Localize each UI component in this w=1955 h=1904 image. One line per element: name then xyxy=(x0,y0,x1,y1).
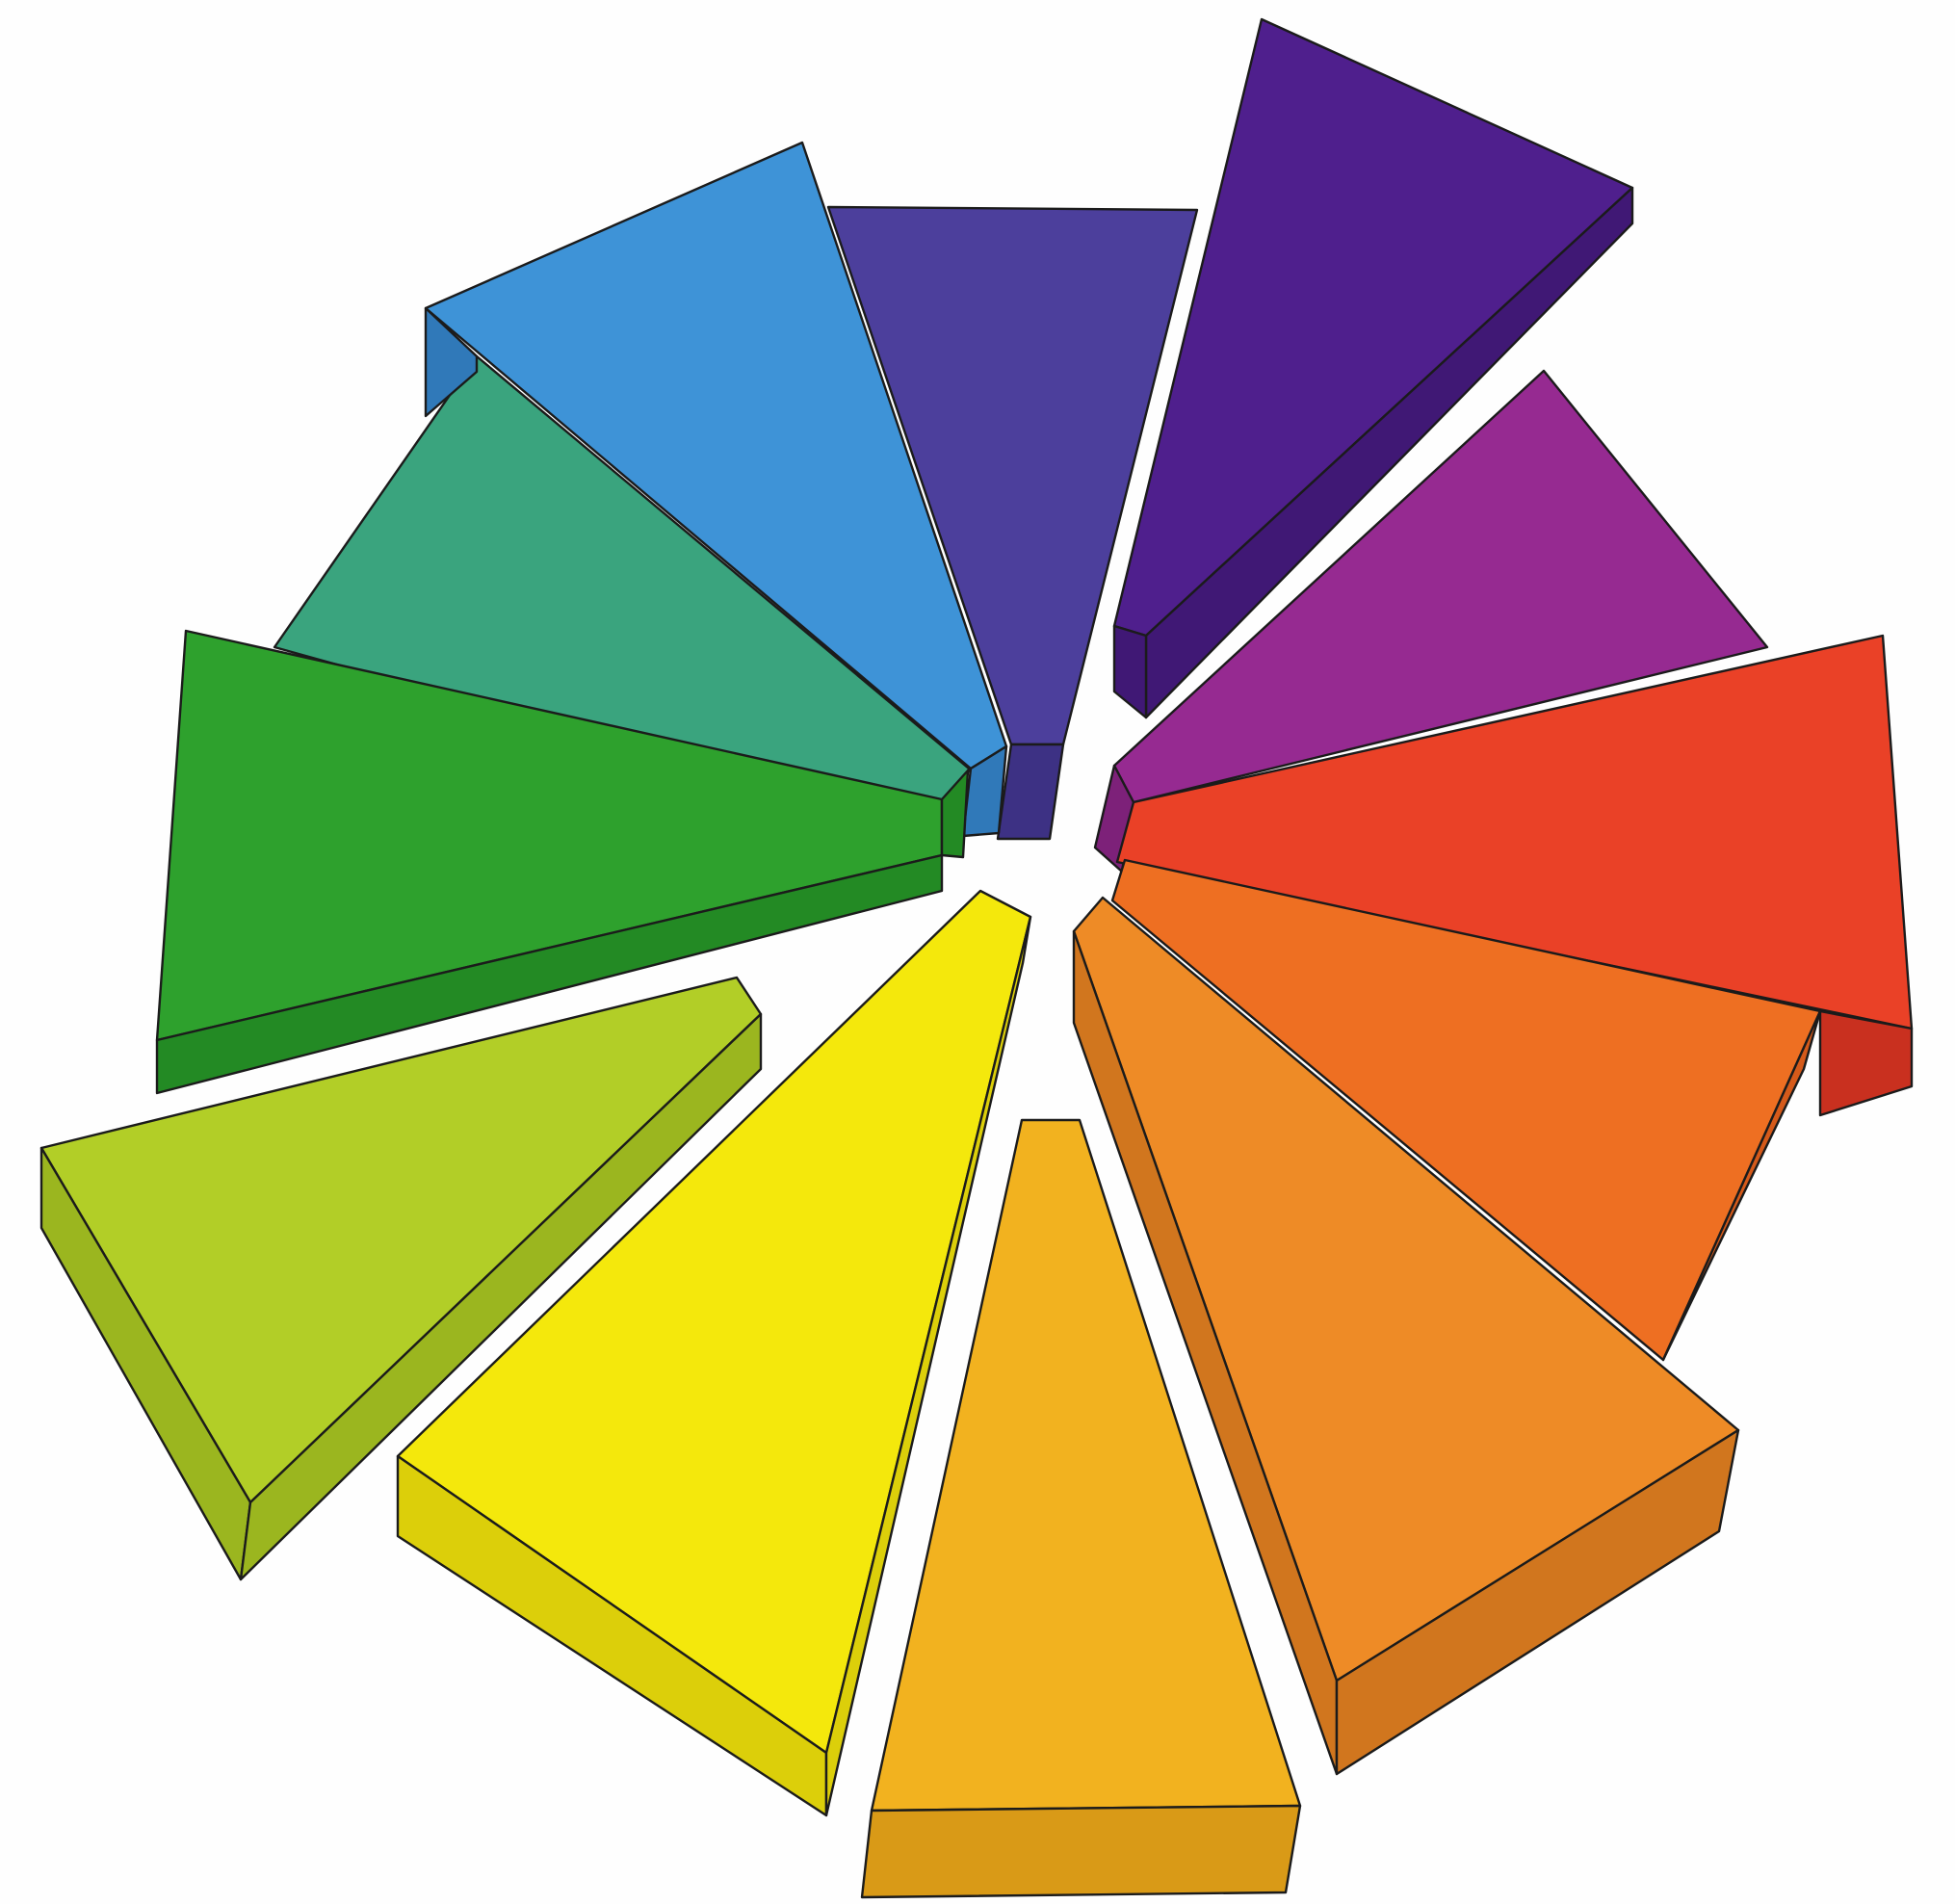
segment-yellow-orange-side xyxy=(862,1806,1300,1897)
segment-blue-violet-side xyxy=(998,744,1063,839)
segment-violet-front xyxy=(1114,626,1146,717)
segment-red-side xyxy=(1820,1011,1912,1115)
